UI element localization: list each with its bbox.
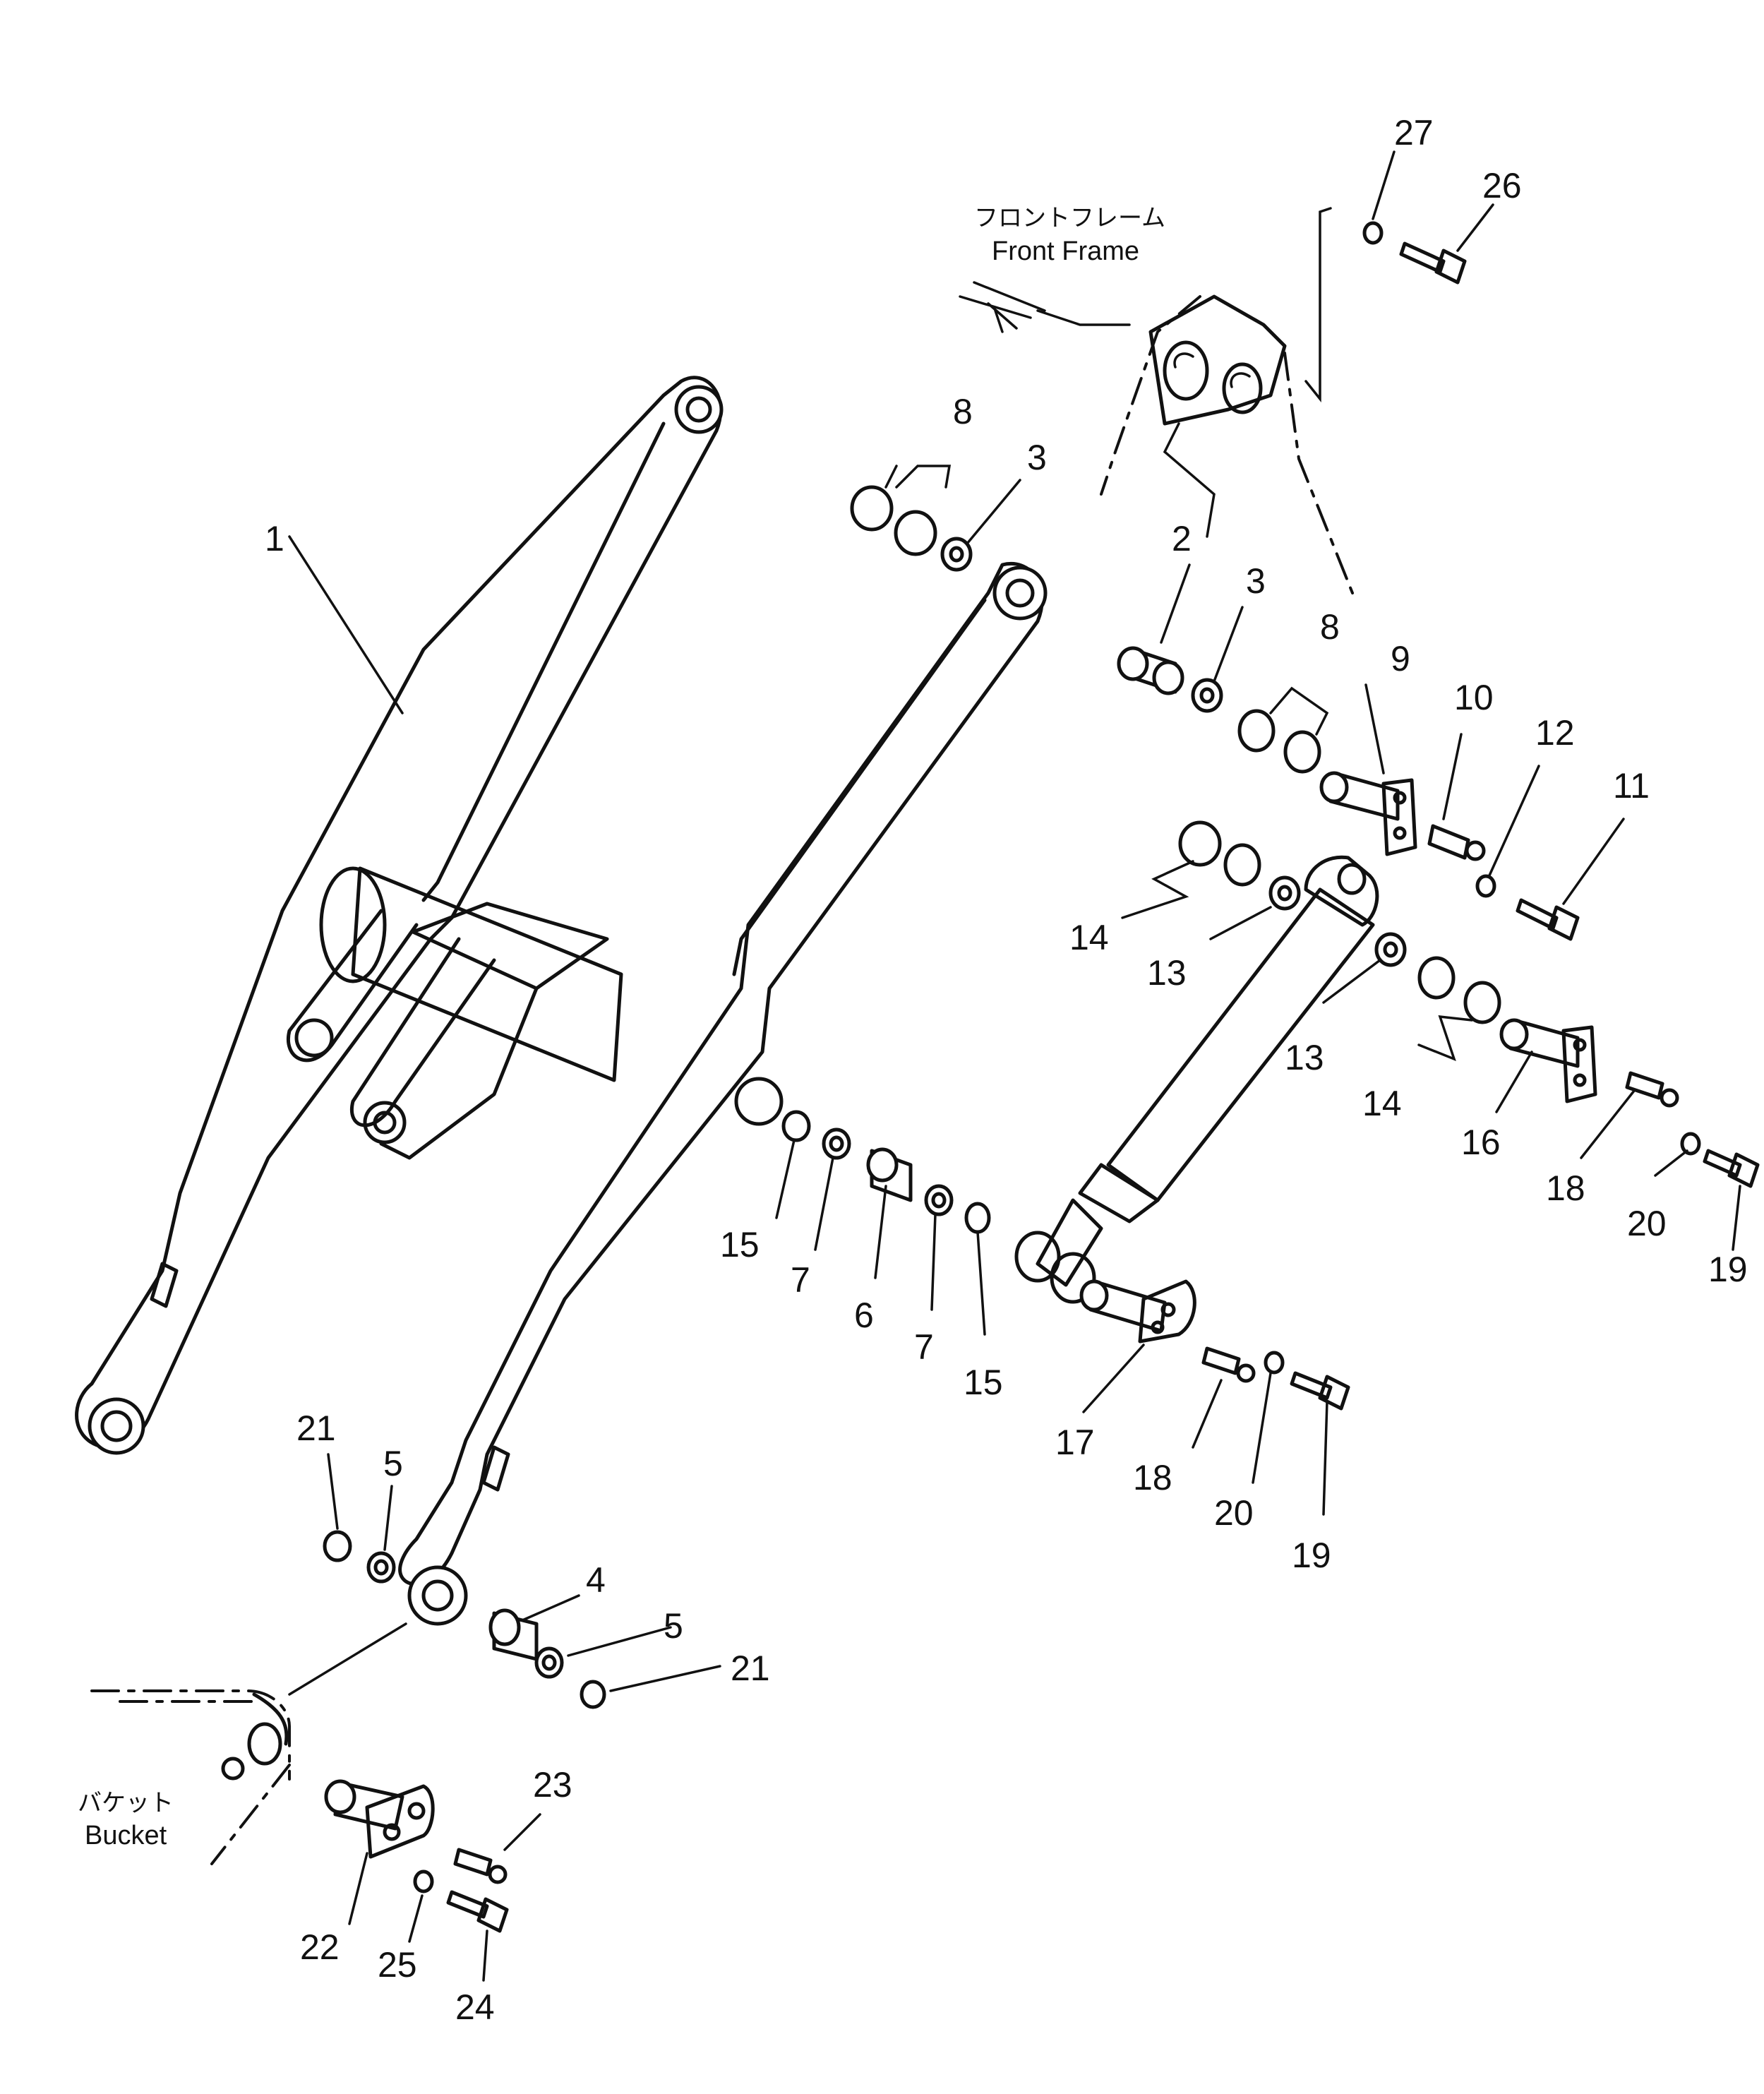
callout-13: 13	[1147, 953, 1187, 993]
pin-16	[1499, 1018, 1597, 1103]
bolt-26-washer-27	[1362, 221, 1467, 285]
callout-1: 1	[265, 519, 284, 558]
washer-12	[1475, 874, 1496, 898]
pin-9	[1319, 771, 1417, 856]
front-frame-label-jp: フロントフレーム	[974, 204, 1165, 232]
seals-and-washers-top-right	[1191, 678, 1321, 774]
pin-17	[1079, 1279, 1196, 1344]
front-frame-bracket	[959, 207, 1357, 602]
callout-15: 15	[720, 1225, 760, 1264]
callout-16: 16	[1461, 1123, 1501, 1162]
callout-10: 10	[1454, 678, 1494, 717]
callout-21b: 21	[731, 1649, 770, 1688]
callout-8: 8	[953, 392, 973, 431]
callout-2: 2	[1172, 519, 1192, 558]
cross-tube	[287, 866, 623, 1160]
callout-4: 4	[586, 1560, 606, 1600]
fittings-and-bolts-18-19-20	[1201, 1071, 1760, 1411]
callout-18b: 18	[1133, 1458, 1172, 1497]
part-number-callouts: 1 2 3 3 4 5 5 6 7 7 8 8 9 10 11 12 13 13…	[265, 113, 1748, 2027]
pin-22	[324, 1779, 435, 1859]
callout-9: 9	[1391, 639, 1410, 678]
front-frame-label-en: Front Frame	[992, 237, 1139, 266]
callout-17: 17	[1055, 1423, 1095, 1462]
callout-3: 3	[1027, 438, 1047, 477]
callout-14: 14	[1069, 918, 1109, 957]
callout-11: 11	[1613, 766, 1650, 806]
callout-25: 25	[378, 1945, 417, 1985]
callout-20: 20	[1627, 1204, 1667, 1243]
callout-7: 7	[791, 1260, 810, 1300]
bucket-end-parts	[323, 1530, 606, 1709]
callout-6: 6	[854, 1296, 874, 1335]
bolts-23-24-25	[413, 1848, 509, 1933]
lift-arm-right	[398, 562, 1048, 1626]
callout-21: 21	[296, 1408, 336, 1448]
callout-15b: 15	[964, 1363, 1003, 1402]
callout-14b: 14	[1362, 1084, 1402, 1123]
lift-arm-left	[75, 376, 724, 1455]
callout-7b: 7	[914, 1327, 934, 1367]
callout-8b: 8	[1320, 607, 1340, 647]
callout-19b: 19	[1292, 1536, 1331, 1575]
callout-18: 18	[1546, 1168, 1585, 1208]
cylinder-washers	[1178, 820, 1501, 1024]
callout-12: 12	[1535, 713, 1575, 753]
callout-24: 24	[455, 1987, 495, 2027]
bucket-cylinder	[1014, 855, 1379, 1304]
callout-26: 26	[1482, 166, 1522, 205]
callout-19: 19	[1708, 1250, 1748, 1289]
bolt-11	[1516, 898, 1580, 941]
callout-23: 23	[533, 1765, 572, 1805]
link-washers-bushings	[781, 1110, 991, 1234]
grease-fitting-10	[1427, 824, 1486, 861]
bushing-2	[1117, 646, 1184, 695]
washers-group-8-top	[850, 485, 973, 572]
callout-5b: 5	[664, 1606, 683, 1646]
bucket-label-en: Bucket	[85, 1821, 167, 1850]
callout-27: 27	[1394, 113, 1434, 152]
bucket-bracket	[90, 1622, 407, 1865]
callout-3b: 3	[1246, 561, 1266, 601]
callout-5: 5	[383, 1444, 403, 1483]
callout-13b: 13	[1285, 1038, 1324, 1077]
bucket-label-jp: バケット	[78, 1789, 174, 1817]
leader-lines	[288, 150, 1741, 1982]
callout-22: 22	[300, 1927, 340, 1967]
callout-20b: 20	[1214, 1493, 1254, 1533]
